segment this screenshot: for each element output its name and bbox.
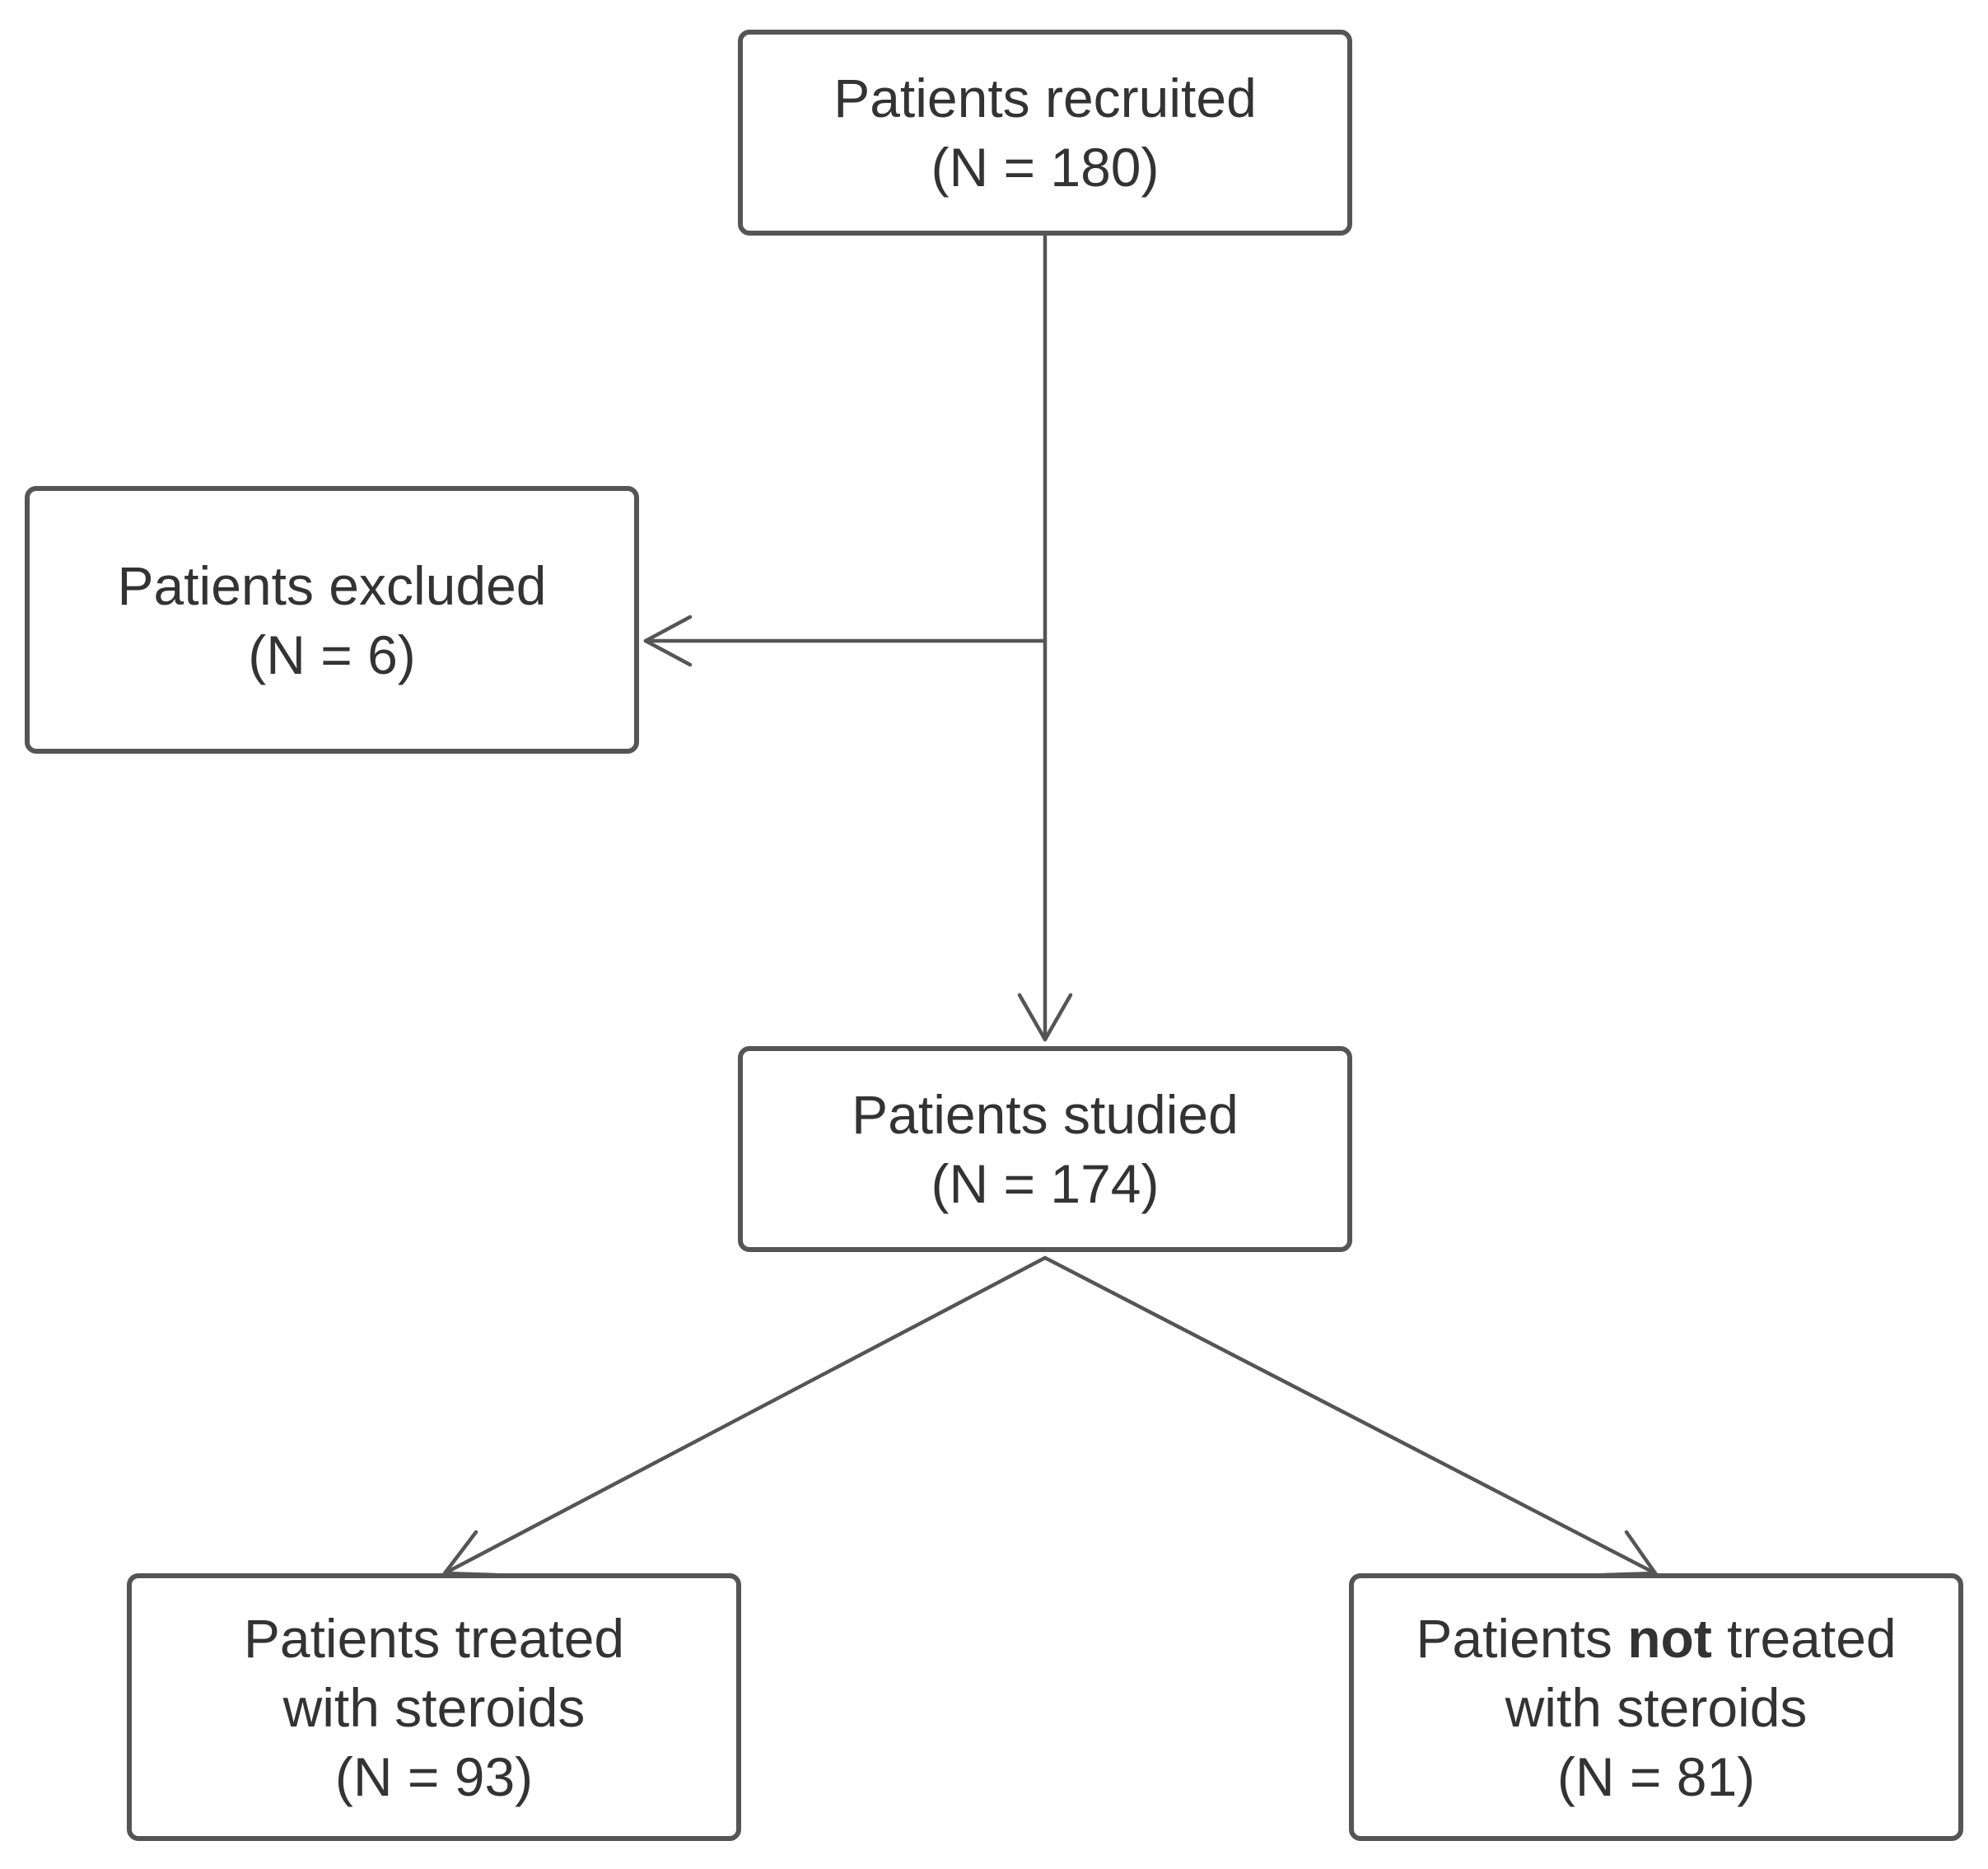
node-label: Patients not treated [1416, 1604, 1896, 1673]
node-patients-treated: Patients treated with steroids (N = 93) [127, 1573, 741, 1841]
node-count: (N = 174) [931, 1153, 1160, 1214]
node-count: (N = 180) [931, 137, 1160, 198]
edge-studied-to-not-treated [1043, 1255, 1658, 1576]
node-label: Patients treated [243, 1607, 625, 1669]
node-count: (N = 81) [1556, 1745, 1756, 1807]
node-label-2: with steroids [282, 1676, 586, 1738]
node-label: Patients excluded [117, 554, 547, 616]
label-prefix: Patients [1416, 1607, 1628, 1669]
node-patients-excluded: Patients excluded (N = 6) [25, 486, 639, 754]
node-patients-not-treated: Patients not treated with steroids (N = … [1349, 1573, 1963, 1841]
label-emphasis: not [1627, 1607, 1712, 1669]
node-patients-studied: Patients studied (N = 174) [738, 1046, 1352, 1252]
arrowhead-excluded [643, 614, 693, 667]
node-patients-recruited: Patients recruited (N = 180) [738, 30, 1352, 236]
node-count: (N = 93) [334, 1745, 534, 1807]
arrowhead-studied [1017, 993, 1073, 1042]
edge-studied-to-treated [442, 1255, 1048, 1576]
node-label-2: with steroids [1505, 1676, 1808, 1738]
label-suffix: treated [1711, 1607, 1897, 1669]
node-label: Patients recruited [833, 68, 1257, 128]
node-label: Patients studied [852, 1084, 1239, 1145]
node-count: (N = 6) [248, 624, 416, 685]
